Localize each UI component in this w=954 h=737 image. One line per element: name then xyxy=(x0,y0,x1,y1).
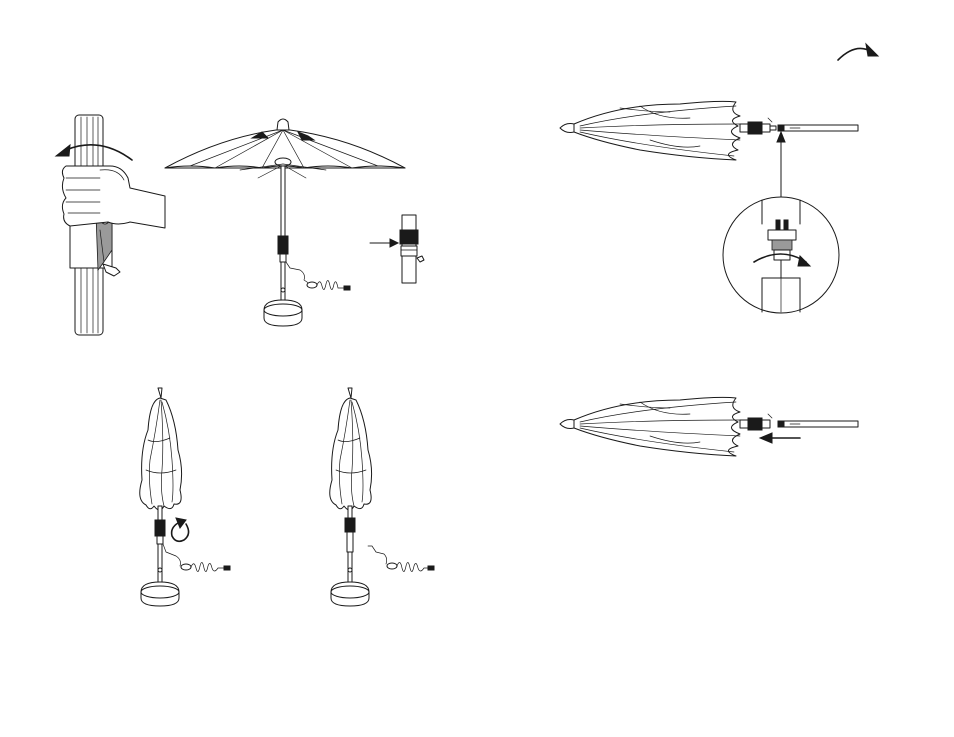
closed-umbrella-twist-panel xyxy=(140,388,230,606)
power-cord xyxy=(163,544,230,572)
closed-canopy xyxy=(140,388,182,510)
power-cord xyxy=(286,262,350,290)
horizontal-canopy xyxy=(560,101,740,160)
umbrella-pole xyxy=(278,166,288,306)
connector-detail xyxy=(400,215,424,283)
gripping-hand xyxy=(62,166,165,228)
rotate-arrow-icon xyxy=(172,518,189,541)
loose-power-cord xyxy=(368,546,434,572)
closed-umbrella-unplugged-panel xyxy=(330,388,434,606)
open-umbrella-panel xyxy=(165,119,424,326)
closed-canopy xyxy=(330,388,372,510)
leader-line xyxy=(777,132,785,202)
horizontal-connector-panel xyxy=(560,44,878,313)
left-arrow-icon xyxy=(760,433,800,443)
umbrella-pole xyxy=(345,506,355,586)
horizontal-join-panel xyxy=(560,397,858,456)
clockwise-arrow-icon xyxy=(838,44,878,60)
connector-zoom-circle xyxy=(723,197,839,313)
umbrella-base xyxy=(264,300,302,326)
right-arrow-icon xyxy=(370,239,398,247)
horizontal-pole xyxy=(740,118,858,134)
umbrella-base xyxy=(331,582,369,606)
hand-crank-panel xyxy=(56,115,165,335)
horizontal-pole xyxy=(740,414,858,430)
umbrella-base xyxy=(141,582,179,606)
horizontal-canopy xyxy=(560,397,740,456)
